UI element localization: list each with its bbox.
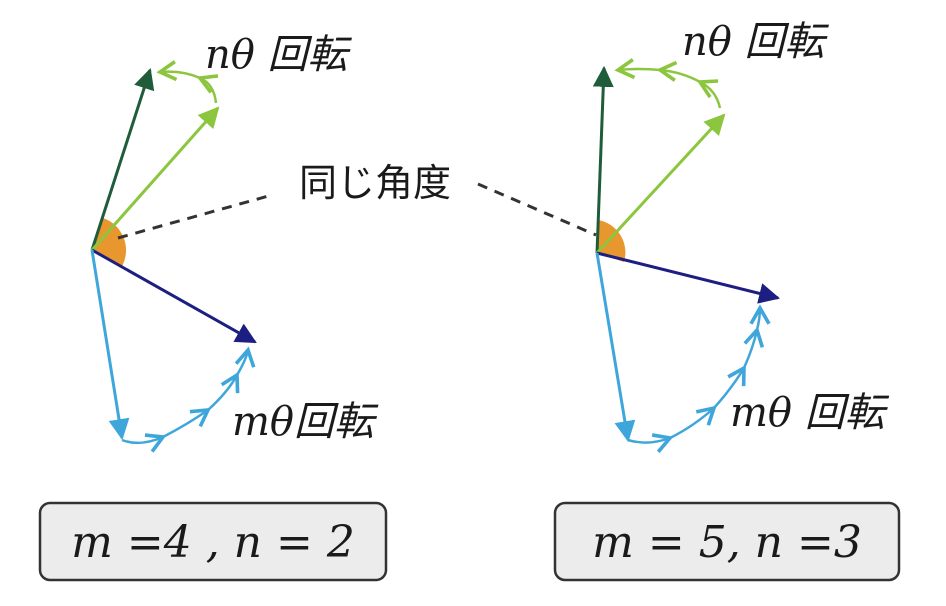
left-light-green-vector [90,106,220,251]
left-m-rotation-label: mθ回転 [232,399,379,445]
left-m-rotation-arc [121,346,256,453]
same-angle-callout: 同じ角度 [117,161,597,240]
left-n-rotation-label: nθ 回転 [205,32,353,78]
right-dark-green-vector [592,65,614,254]
left-params-text: m =4 , n = 2 [71,517,355,568]
right-dark-blue-vector [596,251,781,304]
right-angle-wedge [597,220,626,262]
right-n-rotation-arc [614,58,722,109]
right-m-rotation-arc [627,304,771,454]
left-light-blue-vector [90,249,130,441]
right-params-text: m = 5, n =3 [592,517,862,568]
left-n-rotation-arc [156,60,219,104]
same-angle-label: 同じ角度 [299,161,451,205]
right-light-blue-vector [595,252,636,443]
left-dark-blue-vector [91,248,257,344]
left-dark-green-vector [90,68,155,251]
left-angle-wedge [92,218,127,268]
right-m-rotation-label: mθ 回転 [730,390,890,436]
right-params-box [553,501,901,582]
left-diagram: nθ 回転 mθ回転 m =4 , n = 2 [38,32,388,582]
left-dashed-leader [117,193,273,240]
right-n-rotation-label: nθ 回転 [682,19,830,65]
right-dashed-leader [477,182,597,237]
right-light-green-vector [595,113,726,255]
right-diagram: nθ 回転 mθ 回転 m = 5, n =3 [553,19,901,582]
left-params-box [38,501,388,582]
